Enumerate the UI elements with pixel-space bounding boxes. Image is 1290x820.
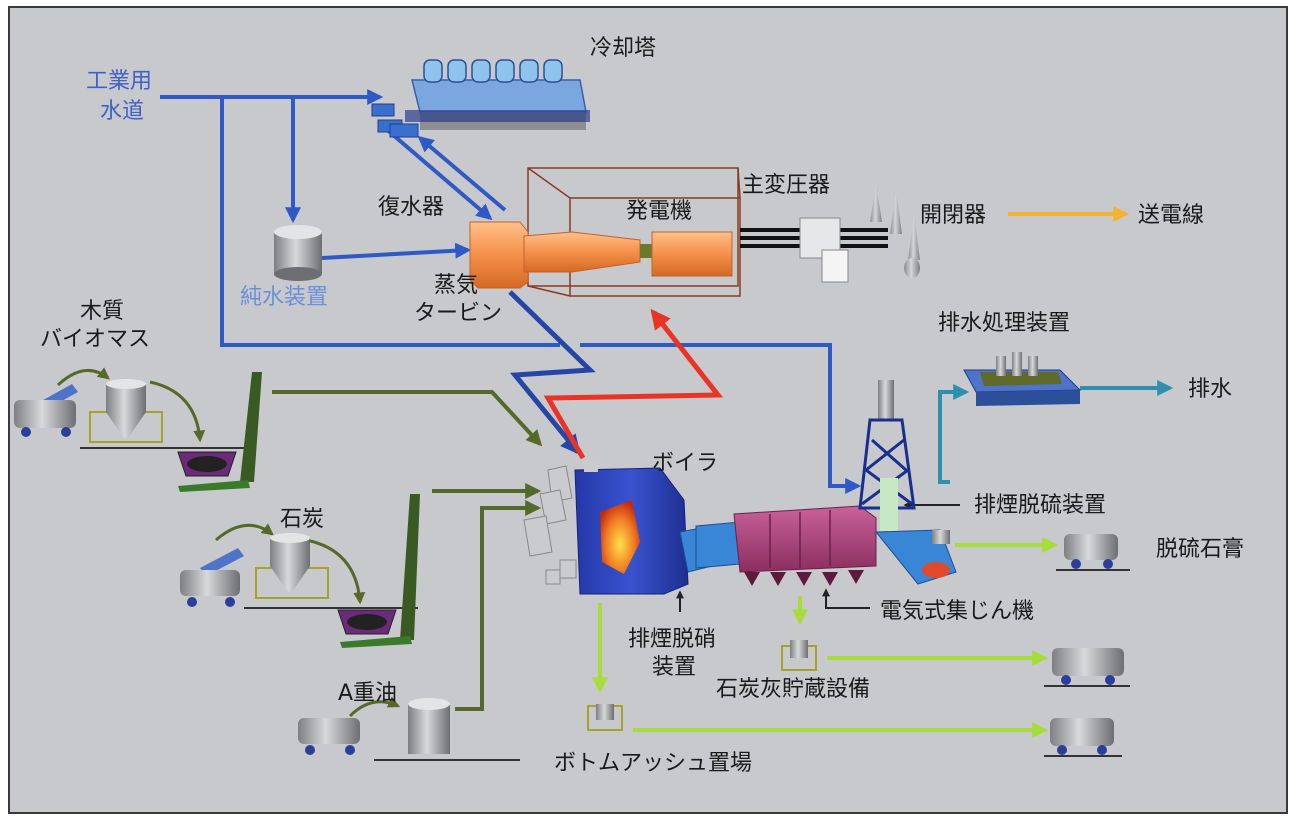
biomass-truck-icon bbox=[14, 384, 78, 437]
pure-water-tank-icon bbox=[274, 225, 322, 281]
wastewater-label: 排水 bbox=[1188, 377, 1232, 402]
fgd-label: 排煙脱硫装置 bbox=[974, 493, 1106, 518]
transmission-line-label: 送電線 bbox=[1138, 203, 1204, 228]
esp-label: 電気式集じん機 bbox=[880, 599, 1034, 624]
pure-water-label: 純水装置 bbox=[240, 285, 328, 310]
steam-lines bbox=[508, 290, 596, 456]
switchgear-label: 開閉器 bbox=[920, 203, 986, 228]
coal-ash-storage-label: 石炭灰貯蔵設備 bbox=[716, 677, 870, 702]
fuel-lines bbox=[272, 390, 543, 711]
heavy-oil-label: A重油 bbox=[338, 681, 397, 706]
oil-transfer-arrow bbox=[348, 696, 401, 718]
generator-icon bbox=[651, 231, 733, 277]
bottom-ash-label: ボトムアッシュ置場 bbox=[554, 751, 752, 776]
ash-truck-icon-2 bbox=[1044, 718, 1122, 757]
wastewater-plant-icon bbox=[963, 352, 1082, 406]
esp-icon bbox=[733, 505, 877, 586]
coal-ash-silo-icon bbox=[781, 640, 817, 671]
coal-drop-arrow bbox=[305, 538, 366, 605]
hot-steam-line bbox=[543, 308, 724, 460]
gypsum-label: 脱硫石膏 bbox=[1156, 537, 1244, 562]
biomass-transfer-arrow bbox=[56, 367, 110, 387]
generator-label: 発電機 bbox=[626, 199, 692, 224]
transformer-icon bbox=[740, 217, 888, 283]
turbine-icon bbox=[523, 231, 654, 273]
desulfurization-tower-icon bbox=[858, 380, 957, 585]
diagram-panel bbox=[8, 6, 1288, 814]
coal-pit-icon bbox=[337, 609, 397, 635]
condenser-icon bbox=[469, 221, 529, 289]
oil-tank-icon bbox=[408, 698, 450, 754]
coal-hopper-icon bbox=[255, 533, 329, 599]
biomass-drop-arrow bbox=[149, 380, 206, 443]
bottom-ash-silo-icon bbox=[587, 704, 623, 731]
industrial-water-label-line1: 工業用 bbox=[86, 69, 152, 94]
boiler-label: ボイラ bbox=[652, 451, 718, 476]
wood-biomass-label-line2: バイオマス bbox=[40, 327, 150, 352]
steam-turbine-label-line2: タービン bbox=[414, 301, 502, 326]
cooling-tower-icon bbox=[371, 59, 590, 138]
water-supply-lines bbox=[160, 89, 862, 494]
denox-label-line1: 排煙脱硝 bbox=[628, 627, 716, 652]
ash-truck-icon-1 bbox=[1044, 648, 1130, 687]
gypsum-truck-icon bbox=[1056, 534, 1130, 571]
condenser-label: 復水器 bbox=[378, 195, 444, 220]
wastewater-treatment-label: 排水処理装置 bbox=[938, 311, 1070, 336]
denox-label-line2: 装置 bbox=[652, 655, 696, 680]
biomass-conveyor-icon bbox=[178, 372, 262, 492]
coal-transfer-arrow bbox=[215, 523, 274, 542]
biomass-pit-icon bbox=[177, 451, 237, 477]
switchgear-icon bbox=[870, 184, 920, 278]
steam-turbine-label-line1: 蒸気 bbox=[434, 273, 478, 298]
wastewater-lines bbox=[938, 380, 1174, 484]
coal-truck-icon bbox=[180, 548, 244, 607]
industrial-water-label-line2: 水道 bbox=[100, 99, 144, 124]
boiler-icon bbox=[523, 462, 741, 595]
oil-truck-icon bbox=[298, 718, 360, 755]
coal-conveyor-icon bbox=[340, 494, 420, 648]
main-transformer-label: 主変圧器 bbox=[742, 173, 830, 198]
byproduct-lines bbox=[592, 537, 1059, 738]
cooling-tower-label: 冷却塔 bbox=[590, 36, 656, 61]
coal-label: 石炭 bbox=[280, 507, 324, 532]
biomass-hopper-icon bbox=[89, 379, 163, 443]
wood-biomass-label-line1: 木質 bbox=[80, 299, 124, 324]
